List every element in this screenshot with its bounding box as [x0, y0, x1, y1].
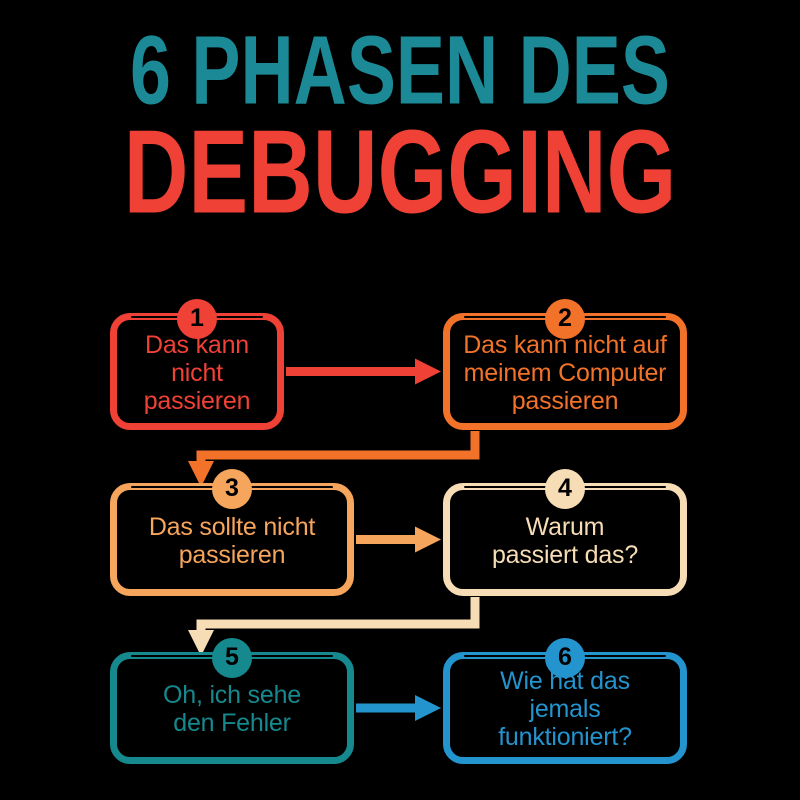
phase-number-badge-1: 1 [177, 299, 217, 339]
arrow-4-to-5-shaft [196, 597, 480, 630]
phase-box-label: Oh, ich sehe den Fehler [163, 681, 301, 737]
title-line-debugging: DEBUGGING [123, 104, 677, 238]
phase-number-badge-2: 2 [545, 299, 585, 339]
phase-number-badge-5: 5 [212, 638, 252, 678]
phase-box-label: Das kann nicht auf meinem Computer passi… [463, 330, 667, 415]
arrow-3-to-4-head [415, 526, 441, 553]
phase-box-label: Das sollte nicht passieren [148, 512, 316, 569]
phase-number-badge-6: 6 [545, 638, 585, 678]
arrow-5-to-6-head [415, 695, 441, 721]
phase-number-badge-4: 4 [545, 469, 585, 509]
arrow-2-to-3-shaft [196, 431, 480, 461]
phase-box-label: Das kann nicht passieren [143, 330, 251, 415]
phase-number-badge-3: 3 [212, 469, 252, 509]
arrow-1-to-2-head [415, 358, 441, 385]
phase-box-label: Warum passiert das? [491, 512, 639, 569]
title-line-phasen: 6 PHASEN DES [130, 16, 670, 125]
phase-box-label: Wie hat das jemals funktioniert? [498, 667, 632, 751]
page-title: 6 PHASEN DES DEBUGGING [0, 16, 800, 231]
